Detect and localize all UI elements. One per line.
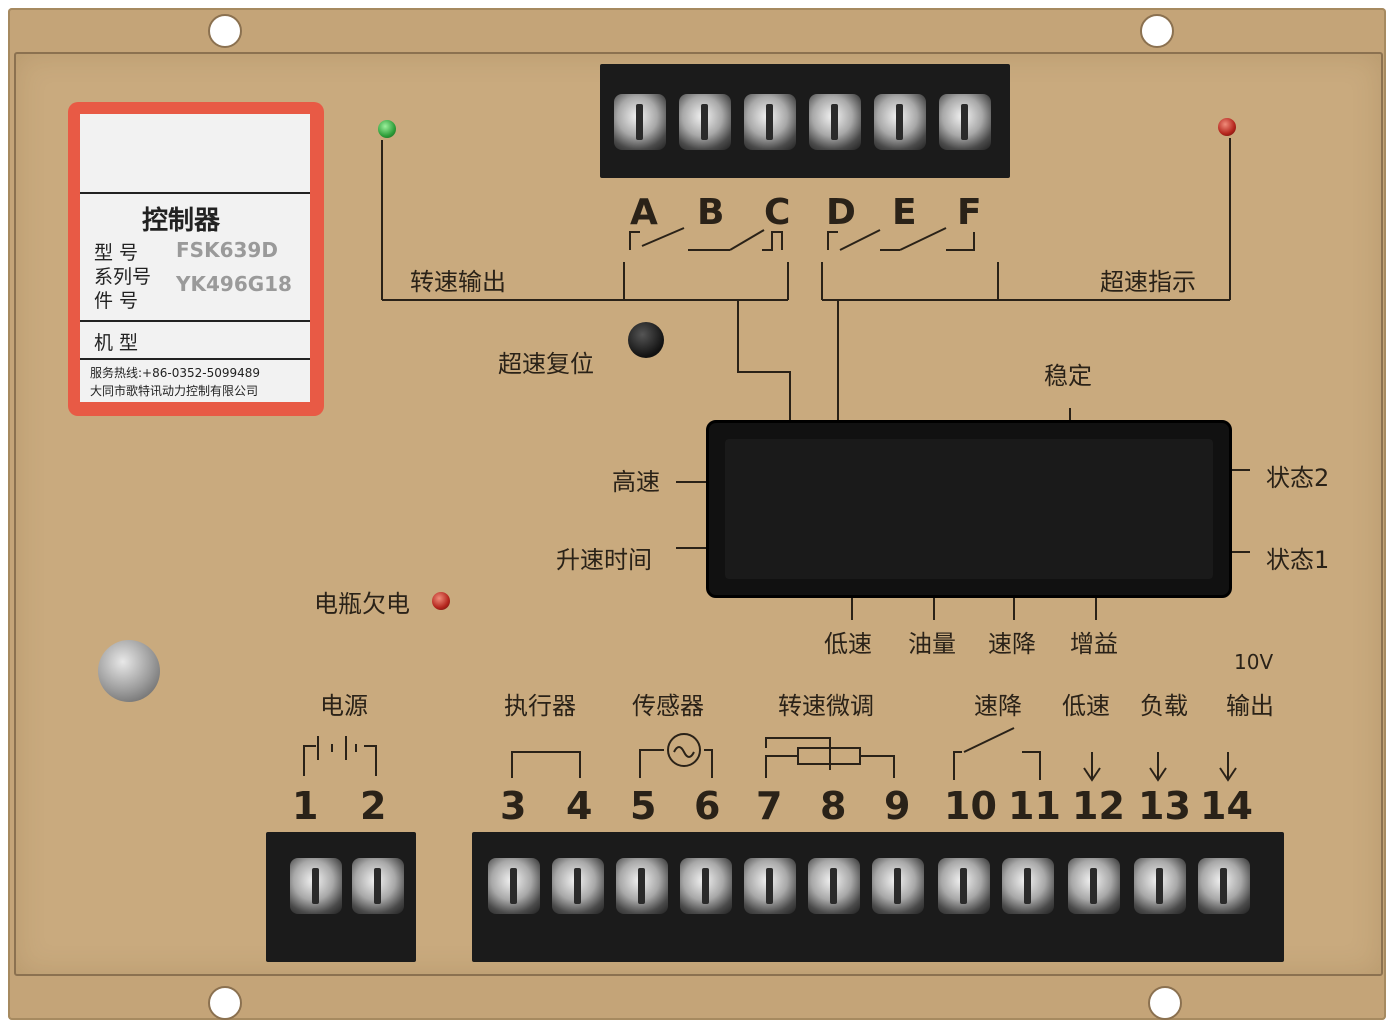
terminal-screw[interactable] bbox=[872, 858, 924, 914]
terminal-number-12: 12 bbox=[1072, 784, 1125, 828]
terminal-number-8: 8 bbox=[820, 784, 847, 828]
overspeed-indicator-label: 超速指示 bbox=[1100, 268, 1196, 296]
speed-output-led bbox=[378, 120, 396, 138]
mounting-hole bbox=[208, 986, 242, 1020]
terminal-letter-d: D bbox=[826, 192, 856, 233]
stable-label: 稳定 bbox=[1044, 362, 1092, 390]
terminal-letter-b: B bbox=[697, 192, 725, 233]
gain-pot-label: 增益 bbox=[1070, 630, 1118, 658]
hotline: 服务热线:+86-0352-5099489 bbox=[90, 366, 261, 380]
terminal-number-14: 14 bbox=[1200, 784, 1253, 828]
terminal-number-1: 1 bbox=[292, 784, 319, 828]
terminal-screw[interactable] bbox=[1068, 858, 1120, 914]
high-speed-label: 高速 bbox=[612, 468, 660, 496]
terminal-number-7: 7 bbox=[756, 784, 783, 828]
terminal-screw[interactable] bbox=[809, 94, 861, 150]
terminal-screw[interactable] bbox=[744, 858, 796, 914]
fuel-pot-label: 油量 bbox=[908, 630, 956, 658]
terminal-screw[interactable] bbox=[1198, 858, 1250, 914]
product-label: 控制器 型 号 FSK639D 系列号 YK496G18 件 号 机 型 服务热… bbox=[68, 102, 324, 416]
overspeed-reset-label: 超速复位 bbox=[498, 350, 594, 378]
droop-label: 速降 bbox=[974, 692, 1022, 720]
overspeed-led bbox=[1218, 118, 1236, 136]
terminal-screw[interactable] bbox=[938, 858, 990, 914]
low-speed-pot-label: 低速 bbox=[824, 630, 872, 658]
output-10v-label: 输出 bbox=[1226, 692, 1274, 720]
terminal-number-5: 5 bbox=[630, 784, 657, 828]
terminal-screw[interactable] bbox=[1134, 858, 1186, 914]
terminal-number-6: 6 bbox=[694, 784, 721, 828]
actuator-label: 执行器 bbox=[504, 692, 576, 720]
output-10v-top-label: 10V bbox=[1234, 650, 1274, 674]
battery-low-label: 电瓶欠电 bbox=[314, 590, 410, 618]
terminal-number-11: 11 bbox=[1008, 784, 1061, 828]
terminal-screw[interactable] bbox=[290, 858, 342, 914]
speed-droop-pot-label: 速降 bbox=[988, 630, 1036, 658]
terminal-screw[interactable] bbox=[939, 94, 991, 150]
mounting-hole bbox=[208, 14, 242, 48]
power-label: 电源 bbox=[320, 692, 368, 720]
state1-label: 状态1 bbox=[1266, 546, 1330, 574]
terminal-number-9: 9 bbox=[884, 784, 911, 828]
company-name: 大同市歌特讯动力控制有限公司 bbox=[90, 384, 259, 398]
terminal-number-2: 2 bbox=[360, 784, 387, 828]
terminal-screw[interactable] bbox=[808, 858, 860, 914]
terminal-letter-c: C bbox=[764, 192, 791, 233]
terminal-screw[interactable] bbox=[1002, 858, 1054, 914]
terminal-screw[interactable] bbox=[616, 858, 668, 914]
led-display bbox=[706, 420, 1232, 598]
load-label: 负载 bbox=[1140, 692, 1188, 720]
battery-low-led bbox=[432, 592, 450, 610]
product-name: 控制器 bbox=[142, 206, 221, 236]
terminal-number-13: 13 bbox=[1138, 784, 1191, 828]
terminal-number-4: 4 bbox=[566, 784, 593, 828]
terminal-number-3: 3 bbox=[500, 784, 527, 828]
terminal-letter-e: E bbox=[892, 192, 917, 233]
model-label: 型 号 bbox=[94, 242, 139, 264]
terminal-screw[interactable] bbox=[488, 858, 540, 914]
series-value: YK496G18 bbox=[176, 272, 292, 296]
ramp-time-label: 升速时间 bbox=[556, 546, 652, 574]
sensor-label: 传感器 bbox=[632, 692, 704, 720]
terminal-screw[interactable] bbox=[679, 94, 731, 150]
terminal-screw[interactable] bbox=[352, 858, 404, 914]
part-label: 件 号 bbox=[94, 290, 139, 312]
model-value: FSK639D bbox=[176, 238, 278, 262]
low-speed-label: 低速 bbox=[1062, 692, 1110, 720]
terminal-screw[interactable] bbox=[874, 94, 926, 150]
terminal-screw[interactable] bbox=[552, 858, 604, 914]
terminal-screw[interactable] bbox=[614, 94, 666, 150]
terminal-number-10: 10 bbox=[944, 784, 997, 828]
speed-trim-label: 转速微调 bbox=[778, 692, 874, 720]
mounting-hole bbox=[1148, 986, 1182, 1020]
terminal-screw[interactable] bbox=[744, 94, 796, 150]
overspeed-reset-button[interactable] bbox=[628, 322, 664, 358]
terminal-letter-a: A bbox=[630, 192, 658, 233]
state2-label: 状态2 bbox=[1266, 464, 1330, 492]
terminal-screw[interactable] bbox=[680, 858, 732, 914]
terminal-letter-f: F bbox=[957, 192, 982, 233]
series-label: 系列号 bbox=[94, 266, 152, 288]
machine-label: 机 型 bbox=[94, 332, 139, 354]
speed-output-label: 转速输出 bbox=[410, 268, 506, 296]
panel-screw bbox=[98, 640, 160, 702]
mounting-hole bbox=[1140, 14, 1174, 48]
